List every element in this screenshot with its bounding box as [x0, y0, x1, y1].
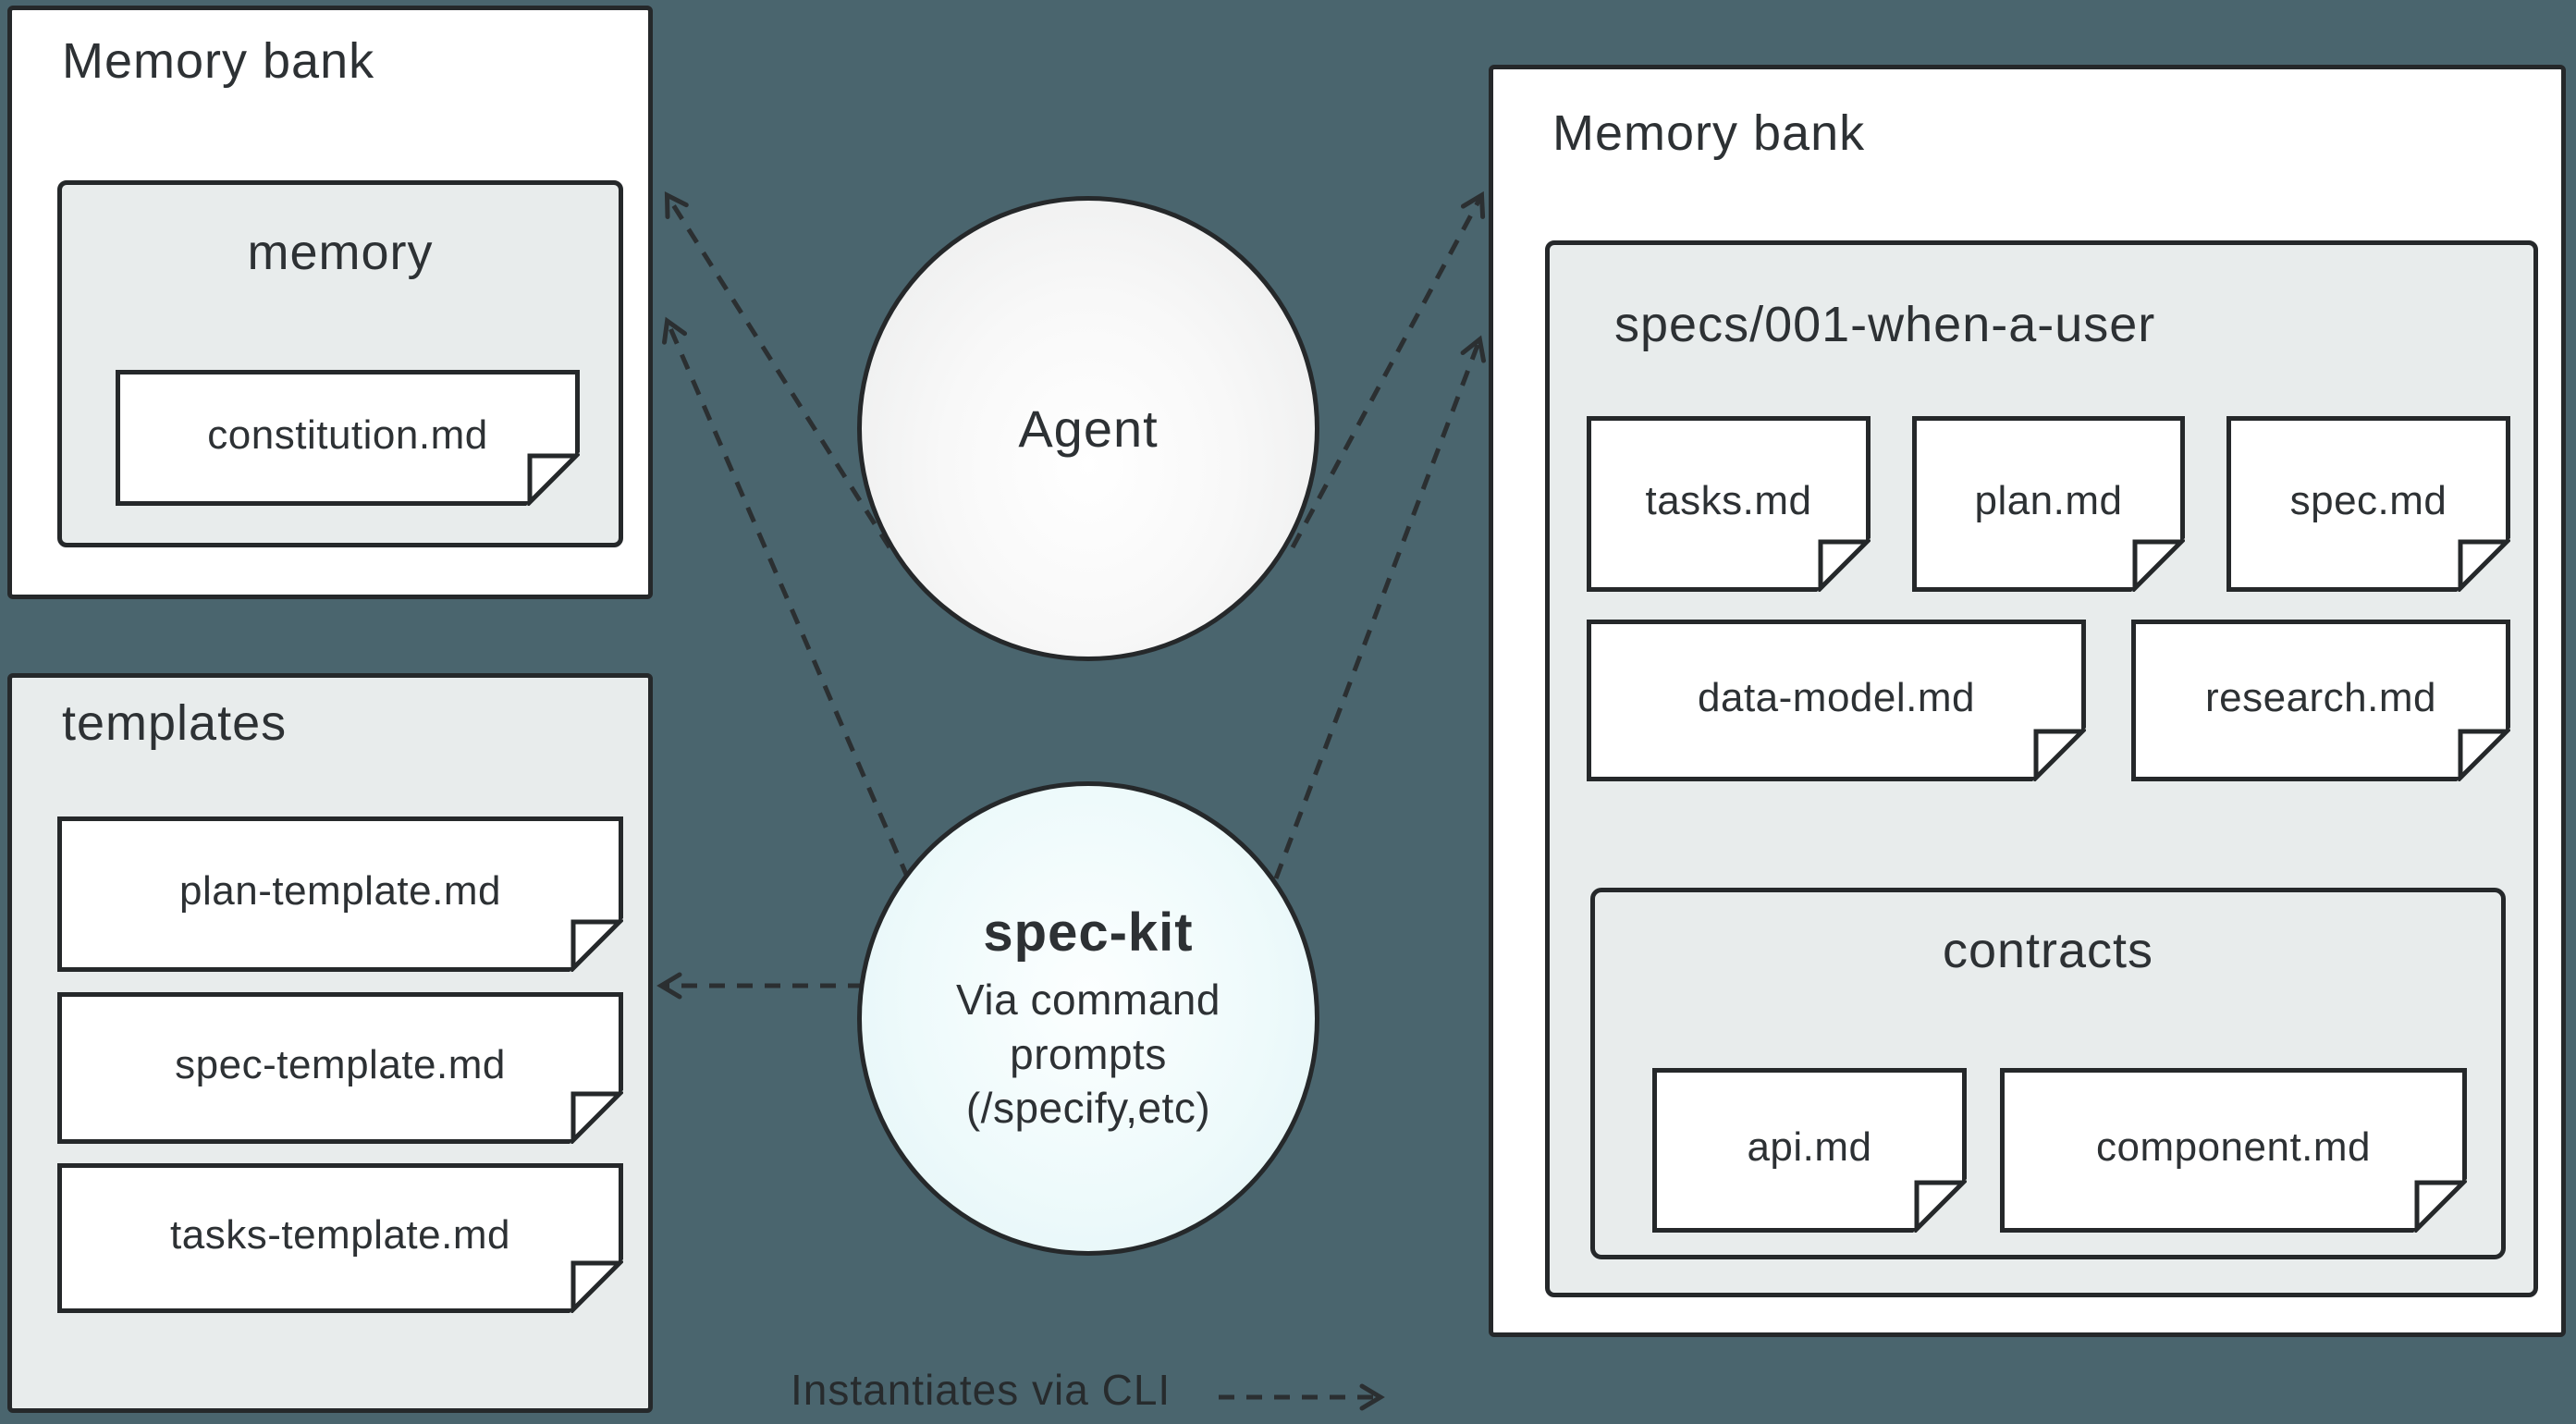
file-component-md: component.md — [2000, 1068, 2467, 1233]
templates-box: templates plan-template.md spec-template… — [7, 673, 653, 1413]
folded-corner-icon — [570, 1259, 623, 1313]
file-name: tasks-template.md — [170, 1212, 510, 1258]
file-plan-md: plan.md — [1912, 416, 2185, 592]
spec-kit-subtitle-line: (/specify,etc) — [965, 1084, 1211, 1133]
file-name: plan-template.md — [179, 868, 501, 914]
left-memory-bank-title: Memory bank — [62, 33, 375, 89]
folded-corner-icon — [526, 452, 580, 506]
arrow-agent-to-left-memory-bank — [664, 191, 892, 549]
file-constitution-md: constitution.md — [116, 370, 580, 506]
file-name: data-model.md — [1698, 674, 1975, 720]
file-name: tasks.md — [1645, 478, 1812, 523]
file-name: research.md — [2204, 674, 2437, 720]
contracts-folder-box: contracts api.md component.md — [1590, 888, 2506, 1259]
agent-label: Agent — [1018, 399, 1159, 458]
file-name: plan.md — [1974, 478, 2123, 523]
left-memory-bank-box: Memory bank memory constitution.md — [7, 6, 653, 599]
file-data-model-md: data-model.md — [1587, 620, 2086, 781]
file-research-md: research.md — [2131, 620, 2510, 781]
folded-corner-icon — [2413, 1179, 2467, 1233]
file-name: api.md — [1747, 1124, 1872, 1170]
folded-corner-icon — [2131, 538, 2185, 592]
instantiates-via-cli-caption: Instantiates via CLI — [791, 1366, 1171, 1414]
folded-corner-icon — [2032, 728, 2086, 781]
right-memory-bank-box: Memory bank specs/001-when-a-user tasks.… — [1489, 65, 2566, 1337]
file-name: spec-template.md — [175, 1042, 506, 1087]
folded-corner-icon — [1913, 1179, 1967, 1233]
file-spec-template-md: spec-template.md — [57, 992, 623, 1144]
right-memory-bank-title: Memory bank — [1552, 105, 1866, 161]
specs-folder-title: specs/001-when-a-user — [1614, 297, 2156, 352]
file-tasks-template-md: tasks-template.md — [57, 1163, 623, 1313]
spec-kit-node: spec-kit Via command prompts (/specify,e… — [857, 781, 1319, 1256]
spec-kit-title: spec-kit — [983, 902, 1194, 963]
spec-kit-subtitle-line: Via command — [956, 975, 1221, 1024]
arrow-agent-to-right-memory-bank — [1290, 190, 1486, 549]
folded-corner-icon — [2457, 728, 2510, 781]
templates-title: templates — [62, 695, 288, 751]
contracts-title: contracts — [1942, 923, 2154, 978]
memory-folder-title: memory — [247, 225, 434, 280]
agent-node: Agent — [857, 196, 1319, 661]
file-spec-md: spec.md — [2226, 416, 2510, 592]
file-plan-template-md: plan-template.md — [57, 816, 623, 972]
file-name: spec.md — [2289, 478, 2447, 523]
file-api-md: api.md — [1652, 1068, 1967, 1233]
folded-corner-icon — [1817, 538, 1871, 592]
folded-corner-icon — [570, 1090, 623, 1144]
folded-corner-icon — [2457, 538, 2510, 592]
file-tasks-md: tasks.md — [1587, 416, 1871, 592]
file-name: constitution.md — [207, 411, 488, 458]
folded-corner-icon — [570, 918, 623, 972]
specs-folder-box: specs/001-when-a-user tasks.md plan.md s… — [1545, 240, 2538, 1297]
file-name: component.md — [2095, 1124, 2372, 1170]
memory-folder-box: memory constitution.md — [57, 180, 623, 547]
spec-kit-subtitle-line: prompts — [1010, 1029, 1167, 1078]
